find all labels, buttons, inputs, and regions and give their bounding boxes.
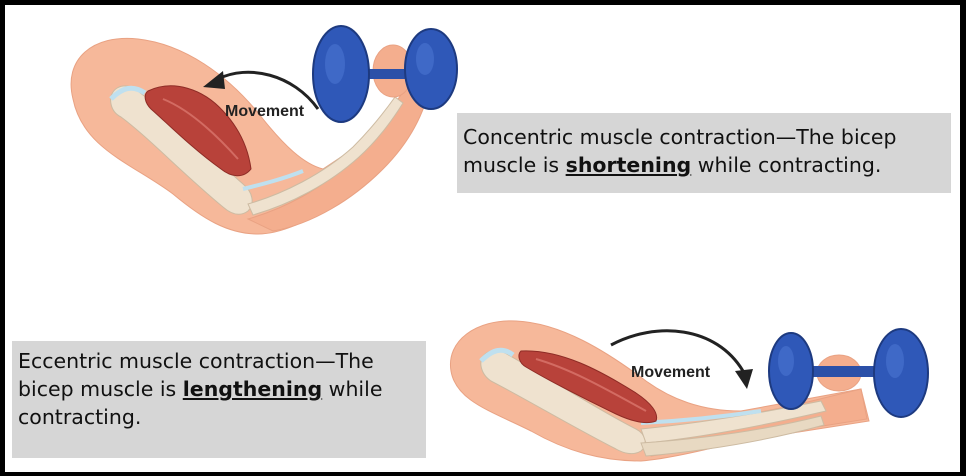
eccentric-emphasis: lengthening <box>183 377 322 401</box>
concentric-caption: Concentric muscle contraction—The bicep … <box>457 113 951 193</box>
movement-label: Movement <box>225 103 305 120</box>
eccentric-arm-illustration: Movement <box>441 311 951 469</box>
concentric-arm-illustration: Movement <box>53 19 473 249</box>
movement-label: Movement <box>631 364 711 381</box>
eccentric-caption: Eccentric muscle contraction—The bicep m… <box>12 341 426 458</box>
movement-arrowhead <box>735 369 753 389</box>
concentric-caption-end: while contracting. <box>691 153 881 177</box>
concentric-emphasis: shortening <box>566 153 692 177</box>
dumbbell <box>313 26 457 122</box>
